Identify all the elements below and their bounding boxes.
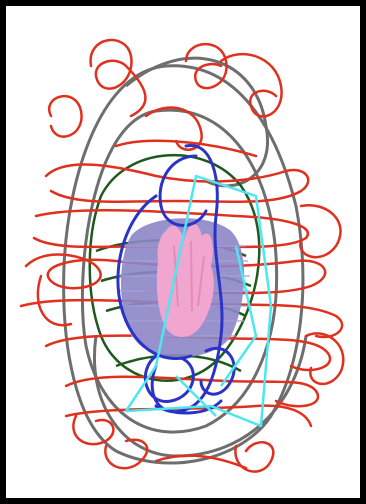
scribble-canvas: [6, 6, 360, 498]
scribble-artwork: [6, 6, 360, 498]
frame-border-bottom: [0, 498, 366, 504]
frame-border-right: [360, 0, 366, 504]
